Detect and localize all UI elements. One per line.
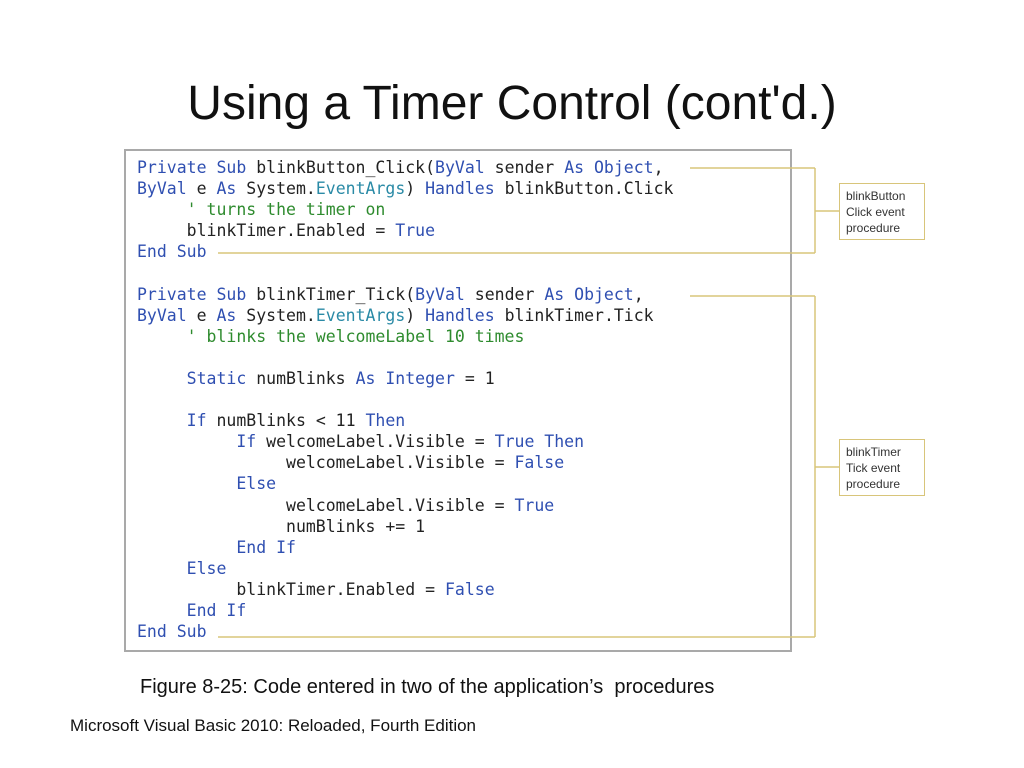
code-token: True Then <box>494 432 585 452</box>
code-line: If numBlinks < 11 Then <box>137 410 673 431</box>
code-token: blinkTimer.Tick <box>494 305 654 325</box>
code-line: End If <box>137 537 673 558</box>
code-token: False <box>514 453 565 473</box>
code-line: Else <box>137 558 673 579</box>
code-line: End Sub <box>137 241 673 262</box>
code-token: blinkTimer_Tick( <box>256 284 416 304</box>
code-token: sender <box>484 158 565 177</box>
code-line: blinkTimer.Enabled = True <box>137 220 673 241</box>
code-token: Else <box>186 558 227 578</box>
code-token: True <box>514 495 555 515</box>
code-token: = 1 <box>454 368 495 388</box>
code-token: blinkTimer.Enabled = <box>137 221 396 241</box>
callout-blinkbutton-click: blinkButton Click event procedure <box>839 183 925 240</box>
code-line: End If <box>137 600 673 621</box>
code-token: If <box>236 432 257 452</box>
callout-blinktimer-tick: blinkTimer Tick event procedure <box>839 439 925 496</box>
code-token: Private Sub <box>137 284 257 304</box>
code-token: numBlinks += 1 <box>137 516 426 536</box>
code-token: ' turns the timer on <box>186 200 386 220</box>
code-line: welcomeLabel.Visible = True <box>137 495 673 516</box>
code-listing: Private Sub blinkButton_Click(ByVal send… <box>137 157 673 642</box>
code-token: As Object <box>564 158 654 177</box>
code-token: ByVal <box>435 158 485 177</box>
code-line: Private Sub blinkTimer_Tick(ByVal sender… <box>137 284 673 305</box>
code-token: e <box>186 179 217 199</box>
code-token: blinkTimer.Enabled = <box>137 579 445 599</box>
code-line: ByVal e As System.EventArgs) Handles bli… <box>137 178 673 199</box>
code-line: Static numBlinks As Integer = 1 <box>137 368 673 389</box>
code-token: ByVal <box>415 284 465 304</box>
code-token: , <box>653 158 664 177</box>
code-token: System. <box>236 305 316 325</box>
code-token: End If <box>236 537 296 557</box>
code-token: As <box>216 179 237 199</box>
code-token: As Integer <box>355 368 455 388</box>
slide-title: Using a Timer Control (cont'd.) <box>187 77 837 130</box>
code-token: True <box>395 221 436 241</box>
code-line: If welcomeLabel.Visible = True Then <box>137 431 673 452</box>
code-token: numBlinks < 11 <box>206 411 366 431</box>
code-token: As <box>216 305 237 325</box>
code-line: numBlinks += 1 <box>137 516 673 537</box>
code-token: numBlinks <box>246 368 356 388</box>
code-token: e <box>186 305 217 325</box>
code-token: sender <box>464 284 545 304</box>
code-token: Then <box>365 411 406 431</box>
code-line: blinkTimer.Enabled = False <box>137 579 673 600</box>
code-token: As Object <box>544 284 634 304</box>
code-token: False <box>444 579 495 599</box>
code-figure-box <box>124 149 792 652</box>
code-line: welcomeLabel.Visible = False <box>137 452 673 473</box>
code-line: End Sub <box>137 621 673 642</box>
figure-caption: Figure 8-25: Code entered in two of the … <box>140 676 715 698</box>
code-token: Static <box>186 368 247 388</box>
code-token: , <box>633 284 644 304</box>
code-token: ) <box>405 179 426 199</box>
code-token: Else <box>236 474 277 494</box>
code-token: Handles <box>425 305 495 325</box>
code-line: Else <box>137 473 673 494</box>
code-line: Private Sub blinkButton_Click(ByVal send… <box>137 157 673 178</box>
code-token: End Sub <box>137 622 207 642</box>
code-token: End Sub <box>137 242 207 262</box>
code-token: ) <box>405 305 426 325</box>
code-token: End If <box>186 600 247 620</box>
code-token: EventArgs <box>315 305 406 325</box>
code-token: ' blinks the welcomeLabel 10 times <box>186 326 525 346</box>
code-line: ByVal e As System.EventArgs) Handles bli… <box>137 305 673 326</box>
code-token: welcomeLabel.Visible = <box>256 432 495 452</box>
code-token: Handles <box>425 179 495 199</box>
code-line: ' blinks the welcomeLabel 10 times <box>137 326 673 347</box>
code-token: blinkButton_Click( <box>256 158 436 177</box>
code-token: blinkButton.Click <box>494 179 674 199</box>
code-token: welcomeLabel.Visible = <box>137 453 515 473</box>
code-token: welcomeLabel.Visible = <box>137 495 515 515</box>
code-token: ByVal <box>137 179 187 199</box>
code-token: ByVal <box>137 305 187 325</box>
code-token: EventArgs <box>315 179 406 199</box>
code-token: System. <box>236 179 316 199</box>
code-line: ' turns the timer on <box>137 199 673 220</box>
code-token: If <box>186 411 207 431</box>
code-token: Private Sub <box>137 158 257 177</box>
slide-footer: Microsoft Visual Basic 2010: Reloaded, F… <box>70 716 477 735</box>
